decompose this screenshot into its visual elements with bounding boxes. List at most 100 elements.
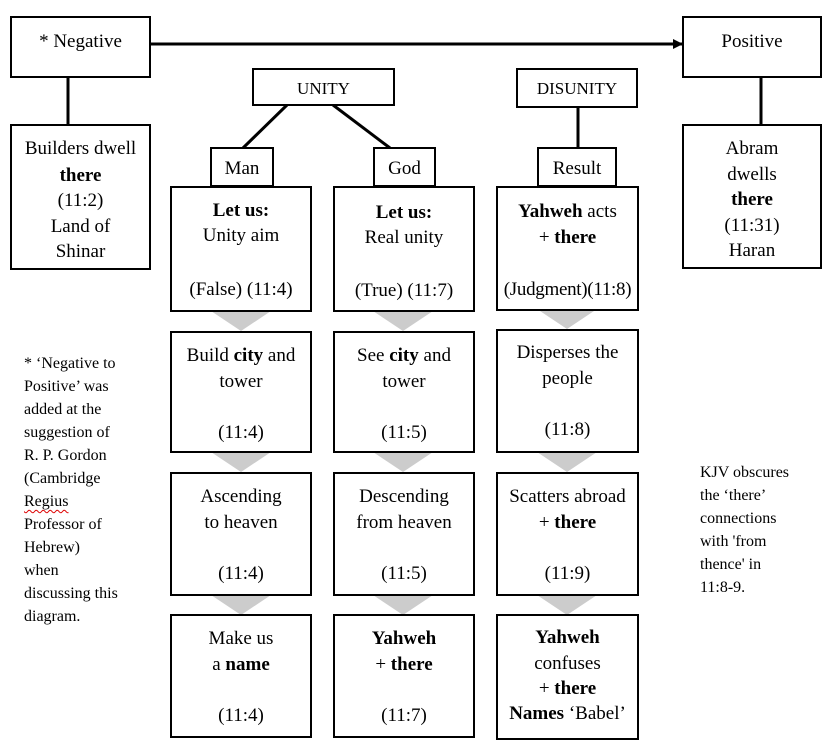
man-c3-line-2: to heaven xyxy=(204,512,278,533)
right-note-line: with 'from xyxy=(700,533,767,550)
god-cell-2: See city and tower (11:5) xyxy=(333,331,475,453)
right-note-line: thence' in xyxy=(700,556,762,573)
chevron xyxy=(537,595,597,615)
right-note-line: connections xyxy=(700,510,777,527)
right-footnote: KJV obscures the ‘there’ connections wit… xyxy=(700,461,789,599)
result-cell-4: Yahweh confuses + there Names ‘Babel’ xyxy=(496,614,639,740)
result-c3-line-2: + there xyxy=(538,512,597,533)
builders-line-5: Shinar xyxy=(55,241,106,262)
right-note-line: the ‘there’ xyxy=(700,487,767,504)
result-cell-2: Disperses the people (11:8) xyxy=(496,329,639,453)
result-c1-line-1: Yahweh acts xyxy=(518,201,617,222)
god-c1-ref: (True) (11:7) xyxy=(354,280,454,301)
god-c2-ref: (11:5) xyxy=(381,422,427,443)
right-note-line: KJV obscures xyxy=(700,464,790,481)
builders-ref: (11:2) xyxy=(57,190,104,211)
disunity-box: DISUNITY xyxy=(516,68,638,108)
chevron xyxy=(373,452,433,472)
right-note-line: 11:8-9. xyxy=(700,579,746,596)
disunity-label: DISUNITY xyxy=(536,79,618,98)
abram-ref: (11:31) xyxy=(724,215,780,236)
chevron xyxy=(211,595,271,615)
chevrons xyxy=(211,309,597,615)
left-note-line: Regius xyxy=(24,493,69,510)
result-c3-ref: (11:9) xyxy=(544,563,591,584)
result-c4-line-3: + there xyxy=(538,678,597,699)
chevron xyxy=(373,595,433,615)
left-note-line: Professor of xyxy=(24,516,102,533)
result-c2-line-2: people xyxy=(542,368,593,389)
result-header: Result xyxy=(537,147,617,187)
man-c2-line-1: Build city and xyxy=(186,345,296,366)
result-cell-1: Yahweh acts + there (Judgment)(11:8) xyxy=(496,186,639,311)
god-c2-line-1: See city and xyxy=(357,345,451,366)
god-c3-ref: (11:5) xyxy=(381,563,427,584)
result-c4-line-2: confuses xyxy=(534,653,601,674)
man-c4-line-2: a name xyxy=(212,654,270,675)
god-c1-line-2: Real unity xyxy=(364,227,444,248)
chevron xyxy=(537,309,597,329)
negative-box: * Negative xyxy=(10,16,151,78)
chevron xyxy=(211,311,271,331)
man-header: Man xyxy=(210,147,274,187)
chevron xyxy=(373,311,433,331)
left-note-line: discussing this xyxy=(24,585,118,602)
god-c4-line-1: Yahweh xyxy=(371,628,437,649)
unity-to-god-line xyxy=(332,103,391,150)
man-c3-ref: (11:4) xyxy=(218,563,264,584)
left-note-line: * ‘Negative to xyxy=(24,355,116,372)
left-note-line: diagram. xyxy=(24,608,81,625)
man-c1-line-2: Unity aim xyxy=(202,225,280,246)
man-cell-3: Ascending to heaven (11:4) xyxy=(170,472,312,596)
result-c3-line-1: Scatters abroad xyxy=(509,486,626,507)
negative-label: * Negative xyxy=(39,31,122,52)
result-label: Result xyxy=(552,158,602,179)
abram-line-3: there xyxy=(731,189,773,210)
god-cell-4: Yahweh + there (11:7) xyxy=(333,614,475,738)
unity-box: UNITY xyxy=(252,68,395,106)
abram-line-1: Abram xyxy=(725,138,779,159)
god-cell-3: Descending from heaven (11:5) xyxy=(333,472,475,596)
god-c4-line-2: + there xyxy=(375,654,433,675)
left-note-line: when xyxy=(24,562,59,579)
man-c2-ref: (11:4) xyxy=(218,422,264,443)
abram-line-5: Haran xyxy=(728,240,776,261)
man-c3-line-1: Ascending xyxy=(200,486,282,507)
man-cell-1: Let us: Unity aim (False) (11:4) xyxy=(170,186,312,312)
builders-dwell-box: Builders dwell there (11:2) Land of Shin… xyxy=(10,124,151,270)
god-c4-ref: (11:7) xyxy=(381,705,427,726)
result-c1-ref: (Judgment)(11:8) xyxy=(503,279,632,300)
man-cell-2: Build city and tower (11:4) xyxy=(170,331,312,453)
man-cell-4: Make us a name (11:4) xyxy=(170,614,312,738)
builders-line-2: there xyxy=(59,165,102,186)
result-c1-line-2: + there xyxy=(538,227,597,248)
man-c1-ref: (False) (11:4) xyxy=(189,279,293,300)
abram-line-2: dwells xyxy=(727,164,777,185)
result-c2-ref: (11:8) xyxy=(544,419,591,440)
god-cell-1: Let us: Real unity (True) (11:7) xyxy=(333,186,475,312)
man-c4-line-1: Make us xyxy=(208,628,274,649)
left-note-line: R. P. Gordon xyxy=(24,447,107,464)
left-note-line: Hebrew) xyxy=(24,539,80,556)
abram-dwells-box: Abram dwells there (11:31) Haran xyxy=(682,124,822,269)
god-header: God xyxy=(373,147,436,187)
man-c2-line-2: tower xyxy=(219,371,263,392)
man-c4-ref: (11:4) xyxy=(218,705,264,726)
left-note-line: suggestion of xyxy=(24,424,110,441)
god-c1-line-1: Let us: xyxy=(375,202,433,223)
builders-line-4: Land of xyxy=(50,216,111,237)
chevron xyxy=(211,452,271,472)
result-c2-line-1: Disperses the xyxy=(516,342,619,363)
builders-line-1: Builders dwell xyxy=(24,138,137,159)
god-c3-line-2: from heaven xyxy=(356,512,452,533)
god-c3-line-1: Descending xyxy=(359,486,449,507)
man-c1-line-1: Let us: xyxy=(212,200,270,221)
positive-box: Positive xyxy=(682,16,822,78)
positive-label: Positive xyxy=(721,31,783,52)
result-c4-line-1: Yahweh xyxy=(535,627,600,648)
unity-to-man-line xyxy=(241,103,289,150)
result-cell-3: Scatters abroad + there (11:9) xyxy=(496,472,639,596)
chevron xyxy=(537,452,597,472)
left-note-line: (Cambridge xyxy=(24,470,101,487)
